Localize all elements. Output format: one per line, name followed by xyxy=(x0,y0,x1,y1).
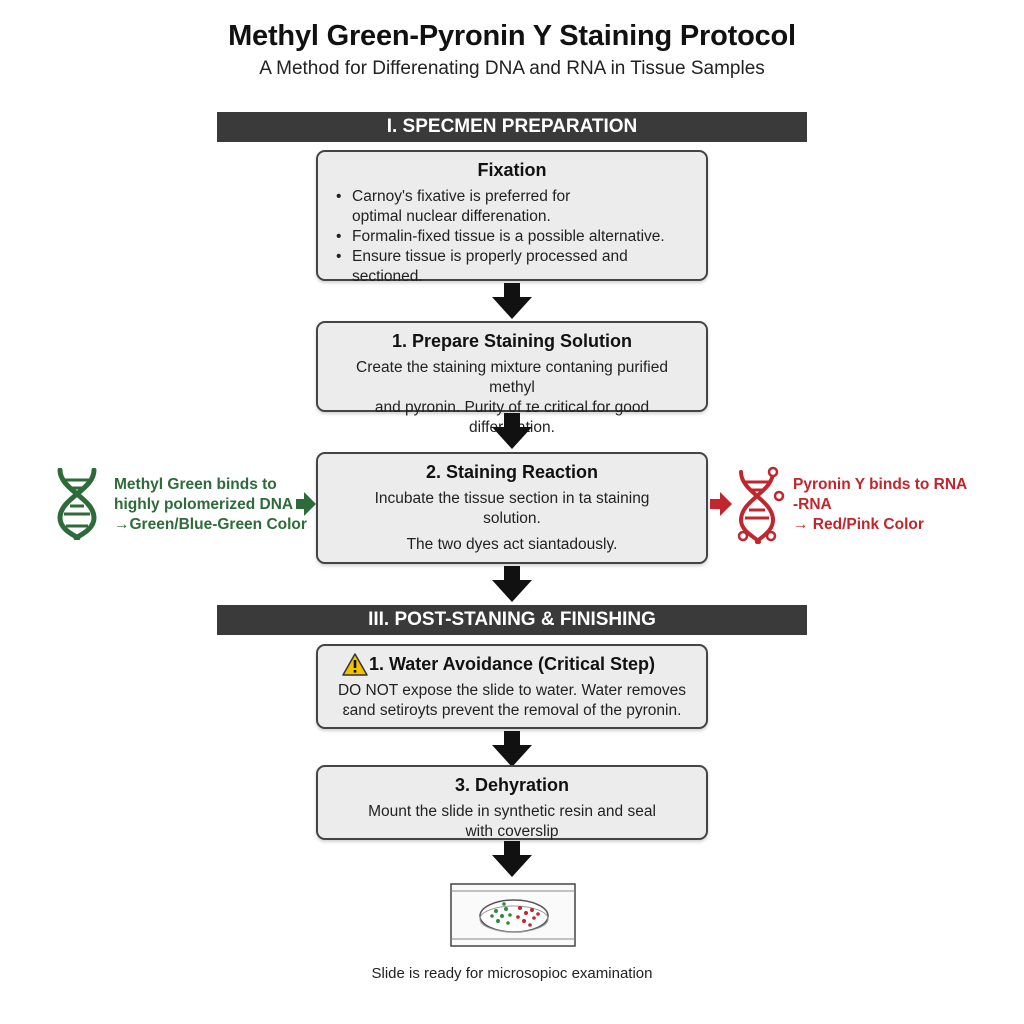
footer-caption: Slide is ready for microsopioc examinati… xyxy=(371,965,653,982)
water-avoidance-title: 1. Water Avoidance (Critical Step) xyxy=(368,654,656,674)
methyl-green-text-line: →Green/Blue-Green Color xyxy=(114,516,307,533)
dehydration-title: 3. Dehyration xyxy=(454,775,570,795)
methyl-green-text-line: Methyl Green binds to xyxy=(114,476,277,493)
staining-reaction-text-line: The two dyes act siantadously. xyxy=(406,536,618,553)
water-avoidance-title-row: 1. Water Avoidance (Critical Step) xyxy=(332,653,692,676)
fixation-box: Fixation Carnoy's fixative is preferred … xyxy=(316,150,708,285)
down-arrow-icon xyxy=(492,413,532,449)
water-avoidance-box: 1. Water Avoidance (Critical Step) DO NO… xyxy=(316,644,708,729)
warning-icon xyxy=(342,653,368,676)
right-arrow-icon xyxy=(296,492,316,516)
methyl-green-annotation: Methyl Green binds to highly polomerized… xyxy=(114,475,314,535)
section-header-specimen-preparation: I. SPECMEN PREPARATION xyxy=(217,112,807,142)
page-subtitle: A Method for Differenating DNA and RNA i… xyxy=(259,58,765,79)
down-arrow-icon xyxy=(492,841,532,877)
right-arrow-icon xyxy=(710,492,732,516)
dehydration-text-line: with coverslip xyxy=(465,823,559,840)
pyronin-annotation: Pyronin Y binds to RNA -RNA → Red/Pink C… xyxy=(793,475,993,535)
dna-helix-icon xyxy=(57,468,97,540)
fixation-bullet: Carnoy's fixative is preferred for xyxy=(332,187,692,207)
methyl-green-text-line: highly polomerized DNA xyxy=(114,496,294,513)
dehydration-box: 3. Dehyration Mount the slide in synthet… xyxy=(316,765,708,840)
staining-reaction-box: 2. Staining Reaction Incubate the tissue… xyxy=(316,452,708,564)
staining-reaction-text-line: solution. xyxy=(483,510,541,527)
water-avoidance-text-line: ɛand setiroyts prevent the removal of th… xyxy=(342,702,682,719)
staining-reaction-text-line: Incubate the tissue section in ta staini… xyxy=(374,490,650,507)
fixation-bullet-list: Carnoy's fixative is preferred for optim… xyxy=(332,187,692,287)
pyronin-text-line: -RNA xyxy=(793,496,832,513)
down-arrow-icon xyxy=(492,283,532,319)
microscope-slide-icon xyxy=(450,883,576,947)
down-arrow-icon xyxy=(492,731,532,767)
fixation-bullet: Formalin-fixed tissue is a possible alte… xyxy=(332,227,692,247)
fixation-bullet: Ensure tissue is properly processed and … xyxy=(332,247,692,287)
prepare-solution-box: 1. Prepare Staining Solution Create the … xyxy=(316,321,708,436)
fixation-title: Fixation xyxy=(477,160,547,180)
dehydration-text-line: Mount the slide in synthetic resin and s… xyxy=(368,803,656,820)
fixation-bullet-continuation: optimal nuclear differenation. xyxy=(352,208,551,225)
prepare-solution-title: 1. Prepare Staining Solution xyxy=(391,331,633,351)
down-arrow-icon xyxy=(492,566,532,602)
water-avoidance-text-line: DO NOT expose the slide to water. Water … xyxy=(337,682,687,699)
section-header-post-staining: III. POST-STANING & FINISHING xyxy=(217,605,807,635)
staining-reaction-title: 2. Staining Reaction xyxy=(425,462,599,482)
pyronin-text-line: → Red/Pink Color xyxy=(793,516,924,533)
page-title: Methyl Green-Pyronin Y Staining Protocol xyxy=(228,20,796,52)
prepare-solution-text-line: Create the staining mixture contaning pu… xyxy=(356,359,668,396)
rna-strand-icon xyxy=(737,466,785,544)
pyronin-text-line: Pyronin Y binds to RNA xyxy=(793,476,968,493)
